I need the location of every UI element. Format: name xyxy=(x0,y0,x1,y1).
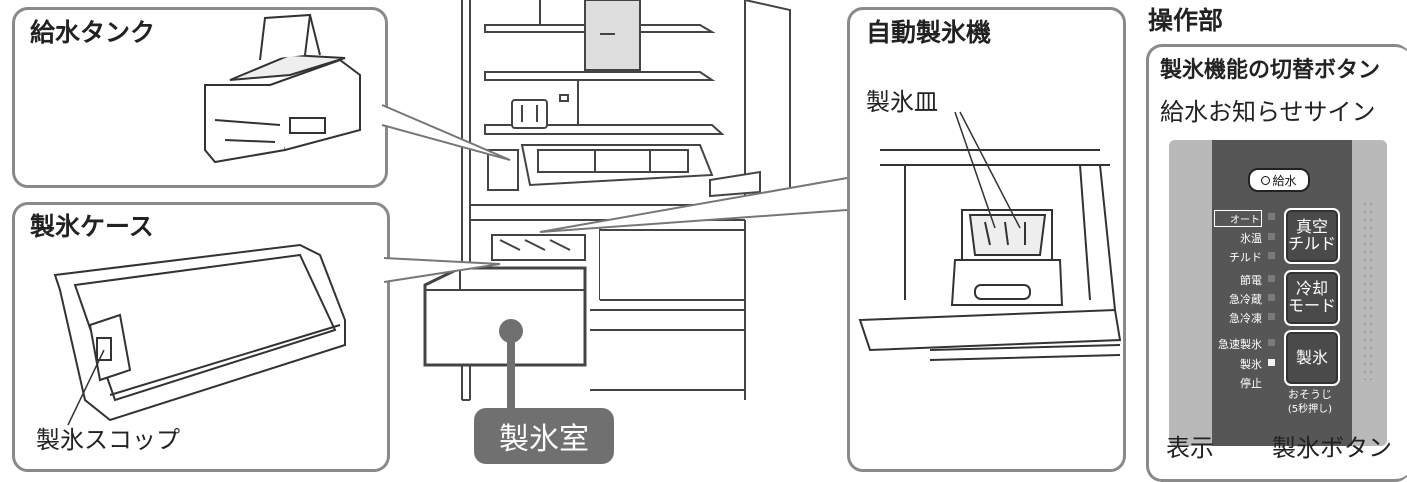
mode-hyoon-label: 氷温 xyxy=(1240,232,1262,245)
cooling-mode-button-line2: モード xyxy=(1287,296,1336,315)
led-ice xyxy=(1268,359,1275,366)
callout-lines xyxy=(381,104,848,283)
display-label: 表示 xyxy=(1166,434,1214,462)
mode-chilled-label: チルド xyxy=(1229,251,1262,264)
ice-case-title: 製氷ケース xyxy=(30,212,154,241)
mode-stop-label: 停止 xyxy=(1240,377,1262,390)
panel-texture-dots xyxy=(1362,200,1376,380)
water-sign-label: 給水お知らせサイン xyxy=(1160,98,1376,126)
led-auto xyxy=(1268,213,1275,220)
vacuum-chilled-button[interactable]: 真空 チルド xyxy=(1284,208,1340,264)
ice-tray-pointer xyxy=(954,111,1021,229)
cooling-mode-button-line1: 冷却 xyxy=(1295,279,1328,299)
water-tank-title: 給水タンク xyxy=(30,18,156,47)
mode-rapid-ice-label: 急速製氷 xyxy=(1218,338,1262,351)
led-hyoon xyxy=(1268,233,1275,240)
ice-tray-label: 製氷皿 xyxy=(866,88,938,116)
ice-room-badge: 製氷室 xyxy=(474,408,614,464)
vacuum-chilled-button-line2: チルド xyxy=(1287,234,1336,253)
ice-button-cleaning-note: おそうじ xyxy=(1288,388,1332,401)
water-tank-illustration xyxy=(204,13,361,164)
ice-button-text: 製氷 xyxy=(1295,347,1328,367)
mode-quick-chill-label: 急冷蔵 xyxy=(1229,293,1262,306)
water-sign-dot xyxy=(1261,175,1271,185)
ice-button[interactable]: 製氷 xyxy=(1284,330,1340,386)
water-sign-text: 給水 xyxy=(1272,173,1297,188)
ice-button-hold-note: (5秒押し) xyxy=(1287,404,1333,415)
led-quick-freeze xyxy=(1268,313,1275,320)
controls-section-title: 操作部 xyxy=(1148,6,1224,35)
water-sign-indicator: 給水 xyxy=(1248,168,1310,192)
controls-panel-title: 製氷機能の切替ボタン xyxy=(1160,58,1381,83)
mode-ice-label: 製氷 xyxy=(1240,358,1262,371)
auto-ice-maker-title: 自動製氷機 xyxy=(866,18,992,47)
ice-case-illustration xyxy=(53,243,346,422)
ice-room-pointer xyxy=(499,319,523,411)
led-eco xyxy=(1268,275,1275,282)
mode-quick-freeze-label: 急冷凍 xyxy=(1229,312,1262,325)
mode-eco-label: 節電 xyxy=(1240,274,1262,287)
led-chilled xyxy=(1268,252,1275,259)
scoop-pointer xyxy=(67,349,105,426)
vacuum-chilled-button-line1: 真空 xyxy=(1295,217,1328,237)
mode-auto-label: オート xyxy=(1214,210,1262,227)
refrigerator-illustration xyxy=(423,0,791,401)
ice-scoop-label: 製氷スコップ xyxy=(36,426,180,454)
ice-maker-illustration xyxy=(858,149,1122,361)
cooling-mode-button[interactable]: 冷却 モード xyxy=(1284,270,1340,326)
led-quick-chill xyxy=(1268,294,1275,301)
ice-button-label: 製氷ボタン xyxy=(1272,434,1392,462)
led-rapid-ice xyxy=(1268,339,1275,346)
